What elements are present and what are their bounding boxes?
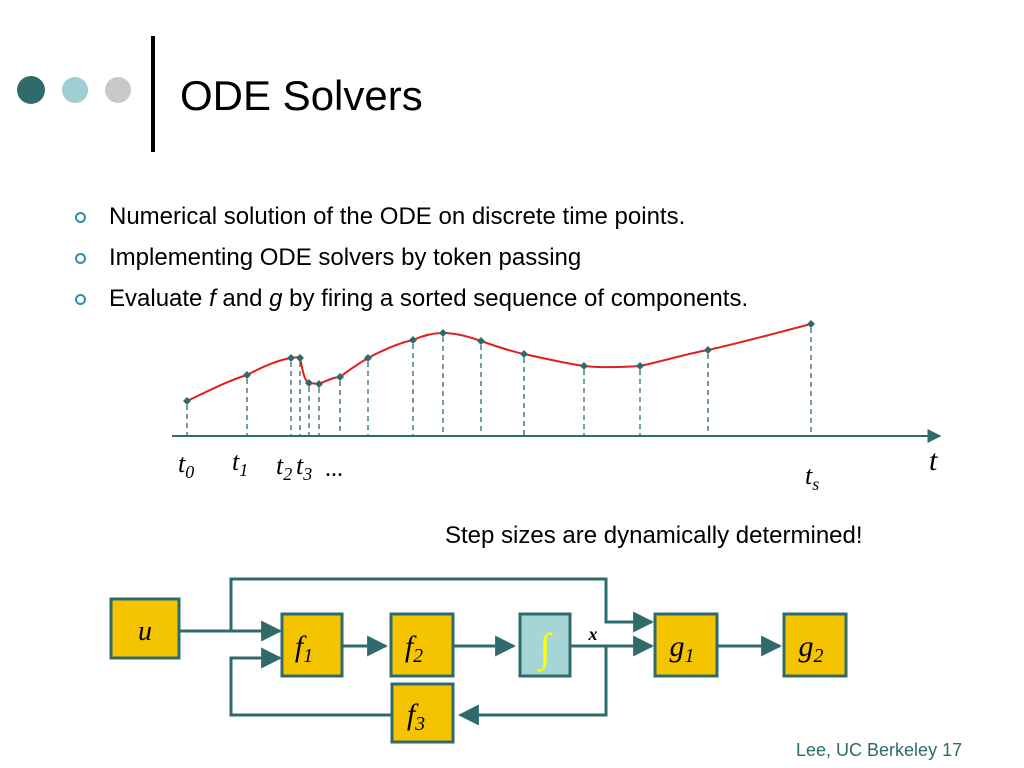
bullet-item: Evaluate f and g by firing a sorted sequ… [72,278,748,319]
bullet-circle-icon [75,212,86,223]
block-f3 [390,682,455,744]
sample-point-marker [439,329,447,337]
sample-point-marker [580,362,588,370]
time-plot: t0 t1 t2 t3 ... ts t [172,320,942,494]
sample-point-marker [287,354,295,362]
sample-point-marker [364,354,372,362]
title-rule [151,36,155,152]
t2-label: t2 [276,451,292,484]
solution-curve [186,323,812,402]
t0-label: t0 [178,449,194,482]
block-f1 [280,612,344,678]
block-g2-label: g2 [799,630,824,667]
sample-point-marker [183,397,191,405]
ellipsis-label: ... [325,456,343,482]
time-step-droplines [186,328,812,436]
block-u-label: u [138,616,152,647]
wire-f3-to-f1 [229,647,392,717]
sample-point-marker [409,336,417,344]
block-labels: u f1 f2 ∫ x g1 g2 f3 [138,616,824,735]
bullet-circle-icon [75,294,86,305]
slide-title: ODE Solvers [180,72,423,119]
bullet-text: Numerical solution of the ODE on discret… [109,203,686,230]
sample-point-marker [520,350,528,358]
block-g1 [653,612,719,678]
bullet-text: Implementing ODE solvers by token passin… [109,244,582,271]
bullet-item: Implementing ODE solvers by token passin… [72,237,748,278]
block-integrator [518,612,572,678]
blocks [109,597,848,744]
wire-u-to-g1 [229,577,655,633]
signal-x-label: x [588,624,598,644]
bullet-circle-icon [75,253,86,264]
axis-label-t: t [929,444,938,477]
t3-label: t3 [296,451,312,484]
decor-dot-mid [62,77,88,103]
sample-point-marker [807,320,815,328]
bullet-text-pre: Evaluate [109,285,210,312]
integral-icon: ∫ [537,625,554,672]
bullet-text-f: f [209,285,216,312]
bullet-text-post: by firing a sorted sequence of component… [282,285,749,312]
bullet-text-g: g [269,285,283,312]
sample-point-marker [296,354,304,362]
block-g2 [782,612,848,678]
sample-point-marker [477,337,485,345]
bullet-item: Numerical solution of the ODE on discret… [72,196,748,237]
decor-dot-dark [17,76,45,104]
decor-dot-light [105,77,131,103]
bullet-text-mid: and [215,285,270,312]
block-wires [180,577,783,726]
sample-point-marker [305,379,313,387]
step-size-note: Step sizes are dynamically determined! [445,522,863,549]
t1-label: t1 [232,447,248,480]
block-u [109,597,181,660]
sample-point-marker [336,373,344,381]
block-f2 [389,612,455,678]
sample-point-marker [243,371,251,379]
sample-point-marker [704,346,712,354]
ts-label: ts [805,461,819,494]
slide-footer: Lee, UC Berkeley 17 [796,740,963,760]
sample-point-marker [315,380,323,388]
bullet-list: Numerical solution of the ODE on discret… [72,196,748,319]
sample-point-marker [636,362,644,370]
wire-x-to-f3 [457,646,608,726]
block-g1-label: g1 [670,630,695,667]
sample-points [183,320,815,405]
